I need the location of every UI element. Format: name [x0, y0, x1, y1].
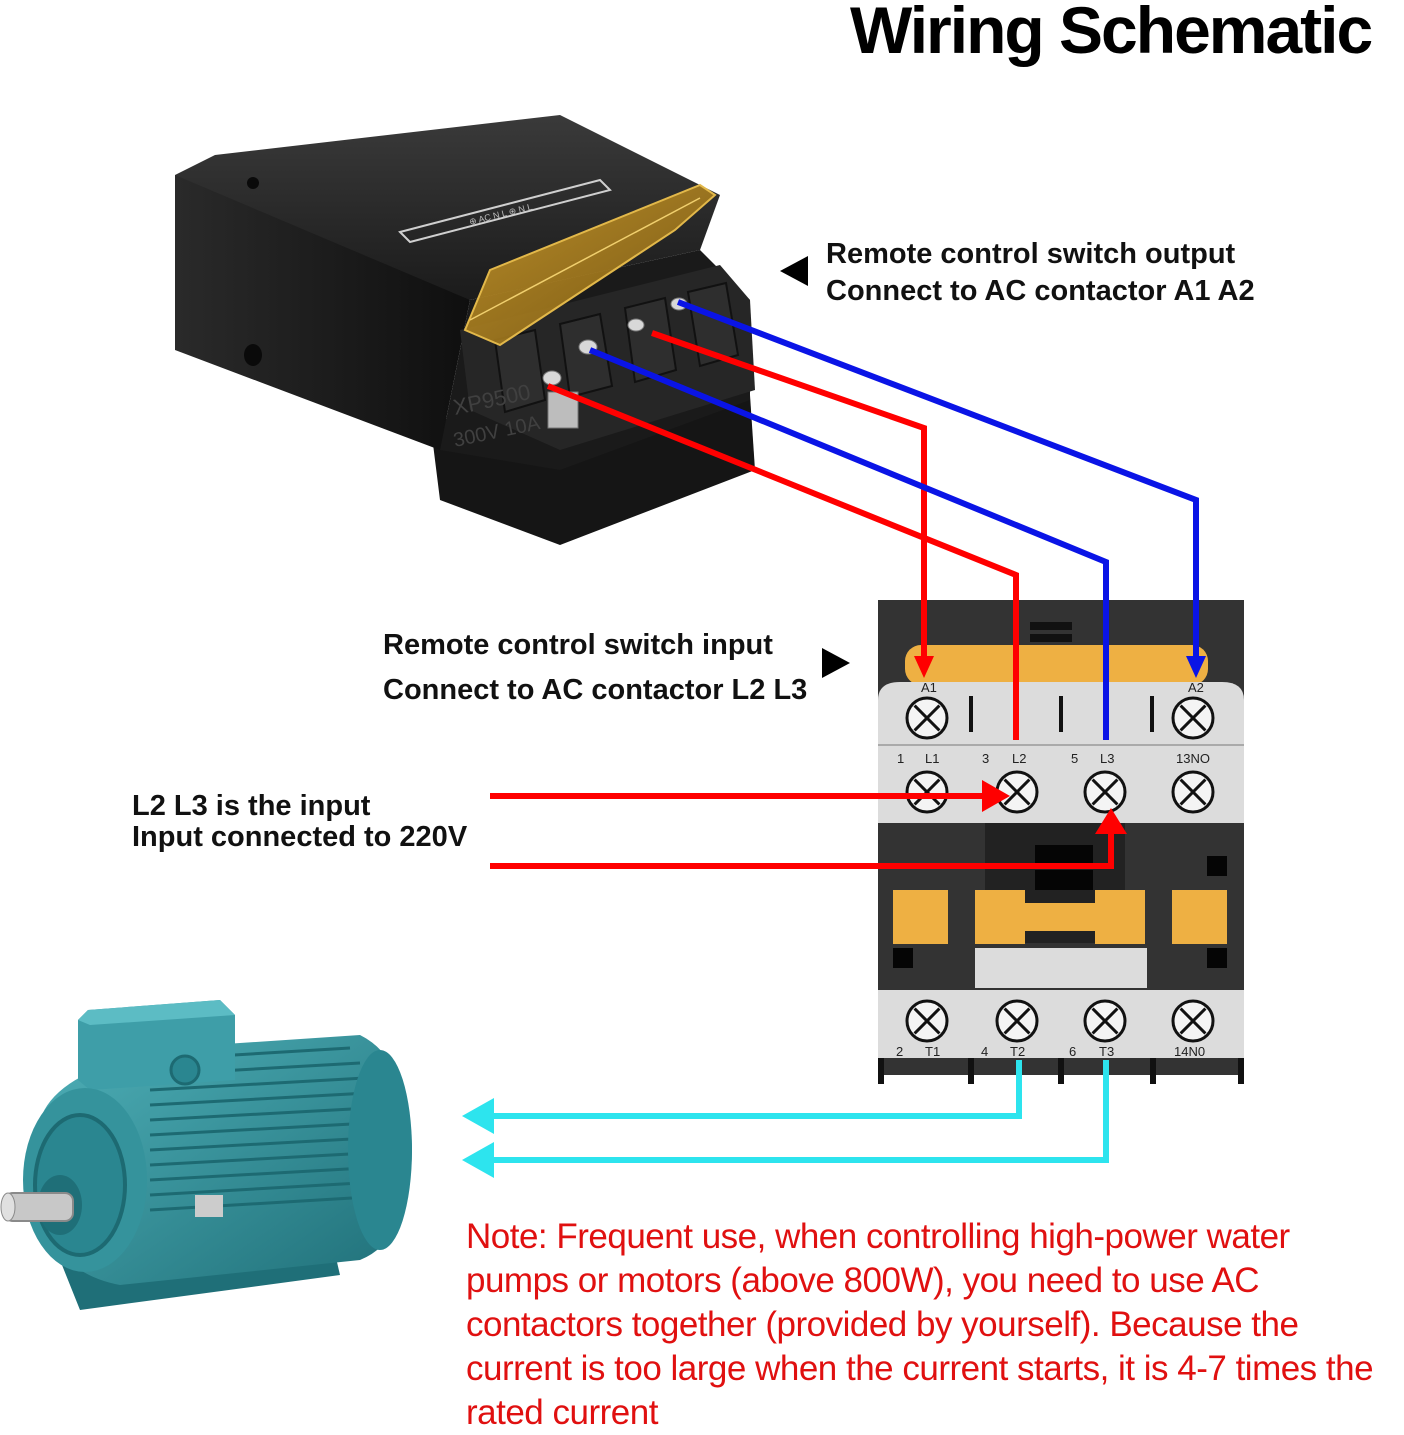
arrowhead-a2-icon	[1186, 656, 1206, 678]
terminal-number-4: 4	[981, 1044, 988, 1059]
output-label-line1: Remote control switch output	[826, 238, 1236, 270]
arrowhead-motor-2-icon	[462, 1142, 494, 1178]
input-label-line1: Remote control switch input	[383, 629, 773, 661]
arrowhead-l2-icon	[982, 780, 1010, 812]
terminal-label-t2: T2	[1010, 1044, 1025, 1059]
terminal-label-t1: T1	[925, 1044, 940, 1059]
wire-220v-l3	[490, 830, 1114, 869]
terminal-label-l1: L1	[925, 751, 939, 766]
contactor-labels: A1 A2 1 L1 3 L2 5 L3 13NO 2 T1 4 T2 6 T3…	[896, 680, 1210, 1059]
terminal-number-3: 3	[982, 751, 989, 766]
wire-output-a1	[651, 330, 927, 664]
electric-motor	[0, 1000, 412, 1310]
arrowhead-l3-icon	[1095, 808, 1127, 834]
terminal-label-l3: L3	[1100, 751, 1114, 766]
terminal-screw-13no-icon	[1171, 770, 1215, 814]
terminal-label-13no: 13NO	[1176, 751, 1210, 766]
terminal-cover	[463, 183, 717, 347]
output-label-line2: Connect to AC contactor A1 A2	[826, 275, 1255, 307]
terminal-screw-14n0-icon	[1171, 999, 1215, 1043]
input-label-line2: Connect to AC contactor L2 L3	[383, 674, 808, 706]
terminal-screw-l2-icon	[995, 770, 1039, 814]
terminal-label-l2: L2	[1012, 751, 1026, 766]
input-pointer-icon	[822, 648, 850, 678]
terminal-screws	[905, 696, 1215, 1043]
terminal-number-5: 5	[1071, 751, 1078, 766]
diagram-title: Wiring Schematic	[850, 0, 1373, 67]
output-label: Remote control switch output Connect to …	[826, 236, 1255, 310]
wire-output-a2	[676, 299, 1199, 664]
usage-note: Note: Frequent use, when controlling hig…	[466, 1217, 1374, 1432]
terminal-number-1: 1	[897, 751, 904, 766]
terminal-label-14n0: 14N0	[1174, 1044, 1205, 1059]
terminal-number-2: 2	[896, 1044, 903, 1059]
terminal-screw-a2-icon	[1171, 696, 1215, 740]
arrowhead-a1-icon	[914, 656, 934, 678]
terminal-screw-t1-icon	[905, 999, 949, 1043]
output-pointer-icon	[780, 256, 808, 286]
wire-t3-motor	[490, 1060, 1109, 1163]
terminal-screw-l1-icon	[905, 770, 949, 814]
l2l3-label-line1: L2 L3 is the input	[132, 790, 371, 822]
terminal-label-a2: A2	[1188, 680, 1204, 695]
l2l3-label-line2: Input connected to 220V	[132, 821, 468, 853]
terminal-screw-l3-icon	[1083, 770, 1127, 814]
arrowhead-motor-1-icon	[462, 1098, 494, 1134]
ac-contactor	[878, 600, 1244, 1084]
l2l3-input-label: L2 L3 is the input Input connected to 22…	[132, 791, 467, 853]
wire-t2-motor	[490, 1060, 1022, 1119]
wire-input-l3	[588, 347, 1109, 740]
terminal-screw-t3-icon	[1083, 999, 1127, 1043]
terminal-number-6: 6	[1069, 1044, 1076, 1059]
mount-hole-icon	[247, 177, 259, 189]
terminal-label-a1: A1	[921, 680, 937, 695]
terminal-screw-t2-icon	[995, 999, 1039, 1043]
terminal-screw-a1-icon	[905, 696, 949, 740]
input-label: Remote control switch input Connect to A…	[383, 623, 807, 713]
remote-receiver-box: ⊕ AC N L ⊕ N L XP9500 300V 10A	[175, 115, 755, 545]
terminal-label-t3: T3	[1099, 1044, 1114, 1059]
wire-input-l2	[546, 383, 1019, 740]
